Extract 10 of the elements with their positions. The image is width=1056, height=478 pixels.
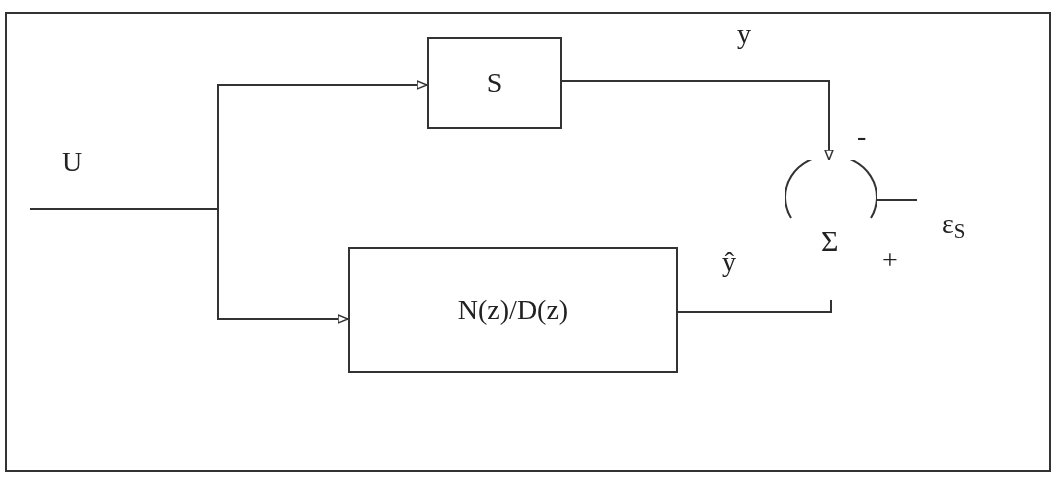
signal-label: U [62,148,83,176]
block-box [427,37,562,129]
block-box [348,247,678,373]
sign-label: - [857,122,867,150]
sigma-symbol: Σ [821,226,839,256]
connector-arrow [561,80,834,161]
block-label: N(z)/D(z) [457,293,569,327]
block-label: S [486,66,503,100]
sign-label: + [882,246,898,274]
connector-arrow [29,208,349,324]
